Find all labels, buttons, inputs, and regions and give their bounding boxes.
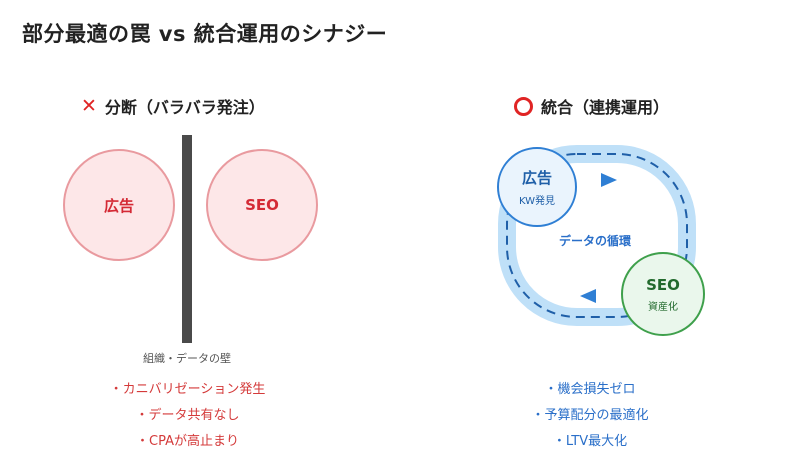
seo-circle: SEO [206, 149, 318, 261]
fragmented-bullet-2: ・データ共有なし [135, 408, 240, 423]
seo-circle-label: SEO [245, 196, 279, 214]
fragmented-heading: ✕ 分断（バラバラ発注） [81, 94, 265, 118]
integrated-bullets: ・機会損失ゼロ ・予算配分の最適化 ・LTV最大化 [480, 377, 700, 455]
circle-icon [514, 96, 533, 116]
fragmented-bullets: ・カニバリゼーション発生 ・データ共有なし ・CPAが高止まり [60, 377, 315, 455]
integrated-heading-text: 統合（連携運用） [541, 98, 670, 117]
page-title: 部分最適の罠 vs 統合運用のシナジー [22, 22, 388, 46]
seo-node-label: SEO [646, 275, 680, 294]
integrated-bullet-2: ・予算配分の最適化 [531, 408, 649, 423]
cycle-dashed-path [506, 153, 688, 318]
cross-icon: ✕ [81, 94, 97, 117]
arrow-left-icon [580, 289, 596, 303]
ad-node-sub: KW発見 [518, 196, 556, 207]
integrated-heading: 統合（連携運用） [514, 94, 669, 118]
ad-node: 広告 KW発見 [497, 147, 577, 227]
arrow-right-icon [601, 173, 617, 187]
integrated-bullet-1: ・機会損失ゼロ [544, 382, 636, 397]
seo-node-sub: 資産化 [648, 301, 678, 313]
fragmented-bullet-1: ・カニバリゼーション発生 [109, 382, 266, 397]
fragmented-heading-text: 分断（バラバラ発注） [104, 98, 265, 117]
ad-circle: 広告 [63, 149, 175, 261]
seo-node: SEO 資産化 [621, 252, 705, 336]
fragmented-bullet-3: ・CPAが高止まり [136, 434, 239, 449]
ad-circle-label: 広告 [103, 196, 134, 215]
organization-wall [182, 135, 192, 343]
integrated-bullet-3: ・LTV最大化 [552, 434, 628, 449]
wall-label: 組織・データの壁 [143, 352, 231, 365]
ad-node-label: 広告 [521, 169, 552, 187]
cycle-label: データの循環 [558, 234, 631, 248]
